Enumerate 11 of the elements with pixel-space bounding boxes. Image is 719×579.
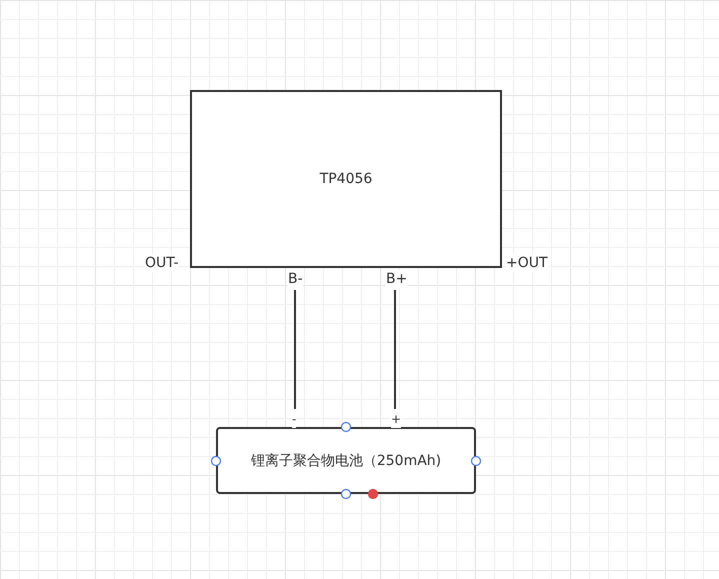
wire (394, 290, 396, 409)
chip-box (190, 90, 502, 268)
pin-label: +OUT (506, 254, 548, 272)
battery-box (216, 427, 476, 494)
pin-label: B+ (386, 270, 408, 288)
wire (294, 290, 296, 409)
pin-label: B- (288, 270, 303, 288)
node-text: TP4056 (320, 171, 372, 187)
node-text: 锂离子聚合物电池（250mAh) (250, 452, 442, 470)
terminal-label: + (391, 410, 402, 428)
pin-label: OUT- (145, 254, 179, 272)
